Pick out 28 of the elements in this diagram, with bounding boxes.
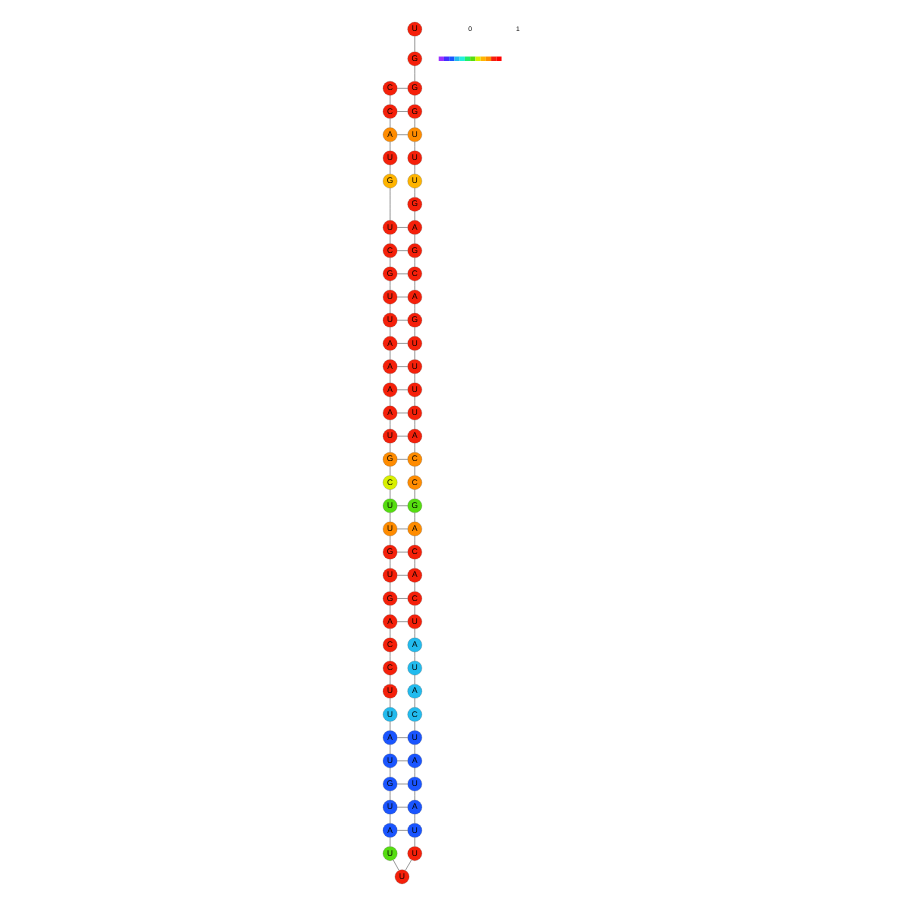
connector xyxy=(396,597,408,598)
connector xyxy=(396,829,408,830)
connector xyxy=(396,110,408,111)
connector xyxy=(414,511,416,522)
connector xyxy=(392,858,400,870)
connector xyxy=(414,163,416,174)
connector xyxy=(414,395,416,406)
connector xyxy=(396,133,408,134)
connector xyxy=(414,302,416,313)
connector xyxy=(396,342,408,343)
connector xyxy=(396,620,408,621)
connector xyxy=(396,87,408,88)
connector xyxy=(396,504,408,506)
connector xyxy=(414,186,416,197)
connector xyxy=(405,858,412,870)
connector xyxy=(414,534,416,545)
connector xyxy=(414,650,416,661)
connector xyxy=(414,418,416,429)
connector xyxy=(396,736,408,737)
connector xyxy=(396,458,408,459)
connector xyxy=(414,279,416,290)
connector xyxy=(396,365,408,366)
connector xyxy=(396,226,408,227)
connector xyxy=(414,789,416,800)
connector xyxy=(396,574,408,575)
connector xyxy=(396,249,408,250)
connector xyxy=(414,673,416,684)
connector xyxy=(414,766,416,777)
